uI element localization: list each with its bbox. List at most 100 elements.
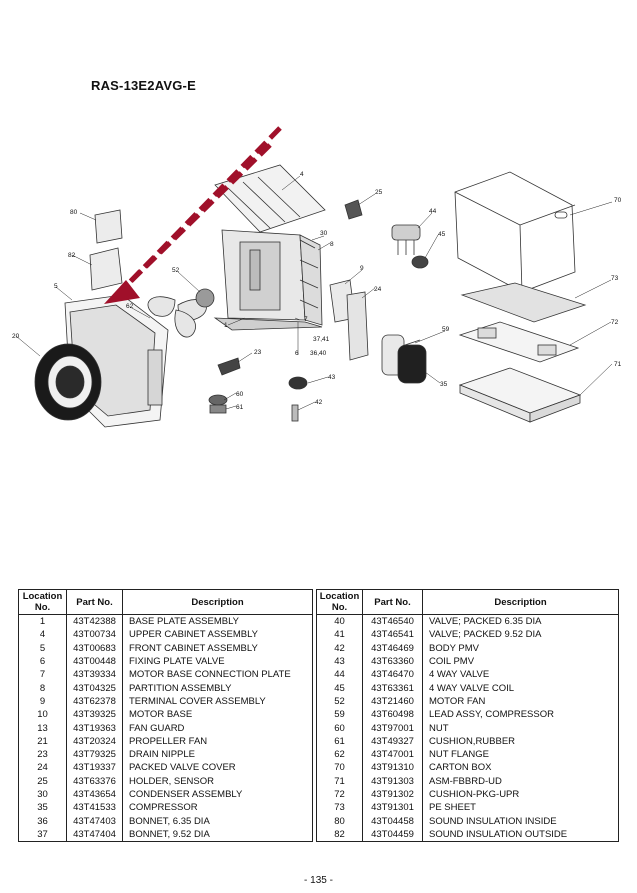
- description-cell: SOUND INSULATION INSIDE: [422, 814, 619, 828]
- pe-sheet-drawing: [460, 282, 587, 323]
- part-number-cell: 43T00734: [66, 628, 123, 642]
- part-number-cell: 43T21460: [362, 694, 423, 709]
- part-number-cell: 43T91302: [362, 787, 423, 802]
- part-number-cell: 43T00448: [66, 654, 123, 669]
- callout-6: 6: [295, 350, 299, 357]
- location-cell: 82: [316, 827, 363, 843]
- location-cell: 44: [316, 668, 363, 682]
- callout-61: 61: [236, 404, 244, 411]
- callout-82: 82: [68, 252, 76, 259]
- description-cell: DRAIN NIPPLE: [122, 747, 313, 762]
- callout-45: 45: [438, 231, 446, 238]
- callout-59: 59: [442, 326, 450, 333]
- callout-37-41: 37,41: [313, 336, 330, 343]
- part-number-cell: 43T41533: [66, 801, 123, 815]
- description-cell: FIXING PLATE VALVE: [122, 654, 313, 669]
- description-cell: HOLDER, SENSOR: [122, 774, 313, 788]
- location-cell: 42: [316, 641, 363, 655]
- description-cell: 4 WAY VALVE COIL: [422, 681, 619, 695]
- airflow-arrowhead-icon: [104, 280, 140, 304]
- part-number-cell: 43T20324: [66, 734, 123, 748]
- description-cell: LEAD ASSY, COMPRESSOR: [422, 708, 619, 722]
- callout-72: 72: [611, 319, 619, 326]
- callout-70: 70: [614, 197, 622, 204]
- part-number-cell: 43T62378: [66, 694, 123, 709]
- description-cell: CARTON BOX: [422, 761, 619, 775]
- callout-73: 73: [611, 275, 619, 282]
- description-cell: FRONT CABINET ASSEMBLY: [122, 641, 313, 655]
- part-number-cell: 43T19337: [66, 761, 123, 775]
- location-cell: 73: [316, 801, 363, 815]
- callout-36-40: 36,40: [310, 350, 327, 357]
- model-title: RAS-13E2AVG-E: [91, 78, 196, 93]
- chassis-drawing: [213, 229, 323, 331]
- description-cell: UPPER CABINET ASSEMBLY: [122, 628, 313, 642]
- description-cell: BASE PLATE ASSEMBLY: [122, 614, 313, 629]
- airflow-arrow-icon: [120, 126, 282, 292]
- part-number-cell: 43T04458: [362, 814, 423, 828]
- location-cell: 70: [316, 761, 363, 775]
- part-header: Part No.: [66, 589, 123, 615]
- part-number-cell: 43T39334: [66, 668, 123, 682]
- carton-box-drawing: [454, 171, 576, 293]
- description-cell: PE SHEET: [422, 801, 619, 815]
- callout-8: 8: [330, 241, 334, 248]
- bottom-board-drawing: [458, 367, 582, 423]
- description-cell: 4 WAY VALVE: [422, 668, 619, 682]
- compressor-drawing: [381, 334, 427, 384]
- location-cell: 60: [316, 721, 363, 735]
- callout-20: 20: [12, 333, 20, 340]
- part-number-cell: 43T39325: [66, 708, 123, 722]
- location-cell: 5: [18, 641, 67, 655]
- location-header: Location No.: [18, 589, 67, 615]
- part-number-cell: 43T46541: [362, 628, 423, 642]
- part-number-cell: 43T43654: [66, 787, 123, 802]
- sound-insulation-drawing: [89, 209, 123, 291]
- description-cell: CUSHION-PKG-UPR: [422, 787, 619, 802]
- description-cell: NUT FLANGE: [422, 747, 619, 762]
- part-number-cell: 43T79325: [66, 747, 123, 762]
- part-number-cell: 43T04459: [362, 827, 423, 843]
- callout-25: 25: [375, 189, 383, 196]
- location-cell: 41: [316, 628, 363, 642]
- location-cell: 10: [18, 708, 67, 722]
- callout-23: 23: [254, 349, 262, 356]
- location-cell: 9: [18, 694, 67, 709]
- part-number-cell: 43T46470: [362, 668, 423, 682]
- description-cell: MOTOR BASE: [122, 708, 313, 722]
- description-cell: MOTOR FAN: [422, 694, 619, 709]
- part-number-cell: 43T63376: [66, 774, 123, 788]
- sensor-holder-drawing: [344, 199, 363, 220]
- description-cell: PARTITION ASSEMBLY: [122, 681, 313, 695]
- page-number: - 135 -: [304, 875, 333, 886]
- part-number-cell: 43T42388: [66, 614, 123, 629]
- location-cell: 52: [316, 694, 363, 709]
- location-cell: 21: [18, 734, 67, 748]
- location-cell: 7: [18, 668, 67, 682]
- callout-9: 9: [360, 265, 364, 272]
- location-cell: 6: [18, 654, 67, 669]
- part-number-cell: 43T63360: [362, 654, 423, 669]
- description-cell: BONNET, 9.52 DIA: [122, 827, 313, 843]
- part-number-cell: 43T46469: [362, 641, 423, 655]
